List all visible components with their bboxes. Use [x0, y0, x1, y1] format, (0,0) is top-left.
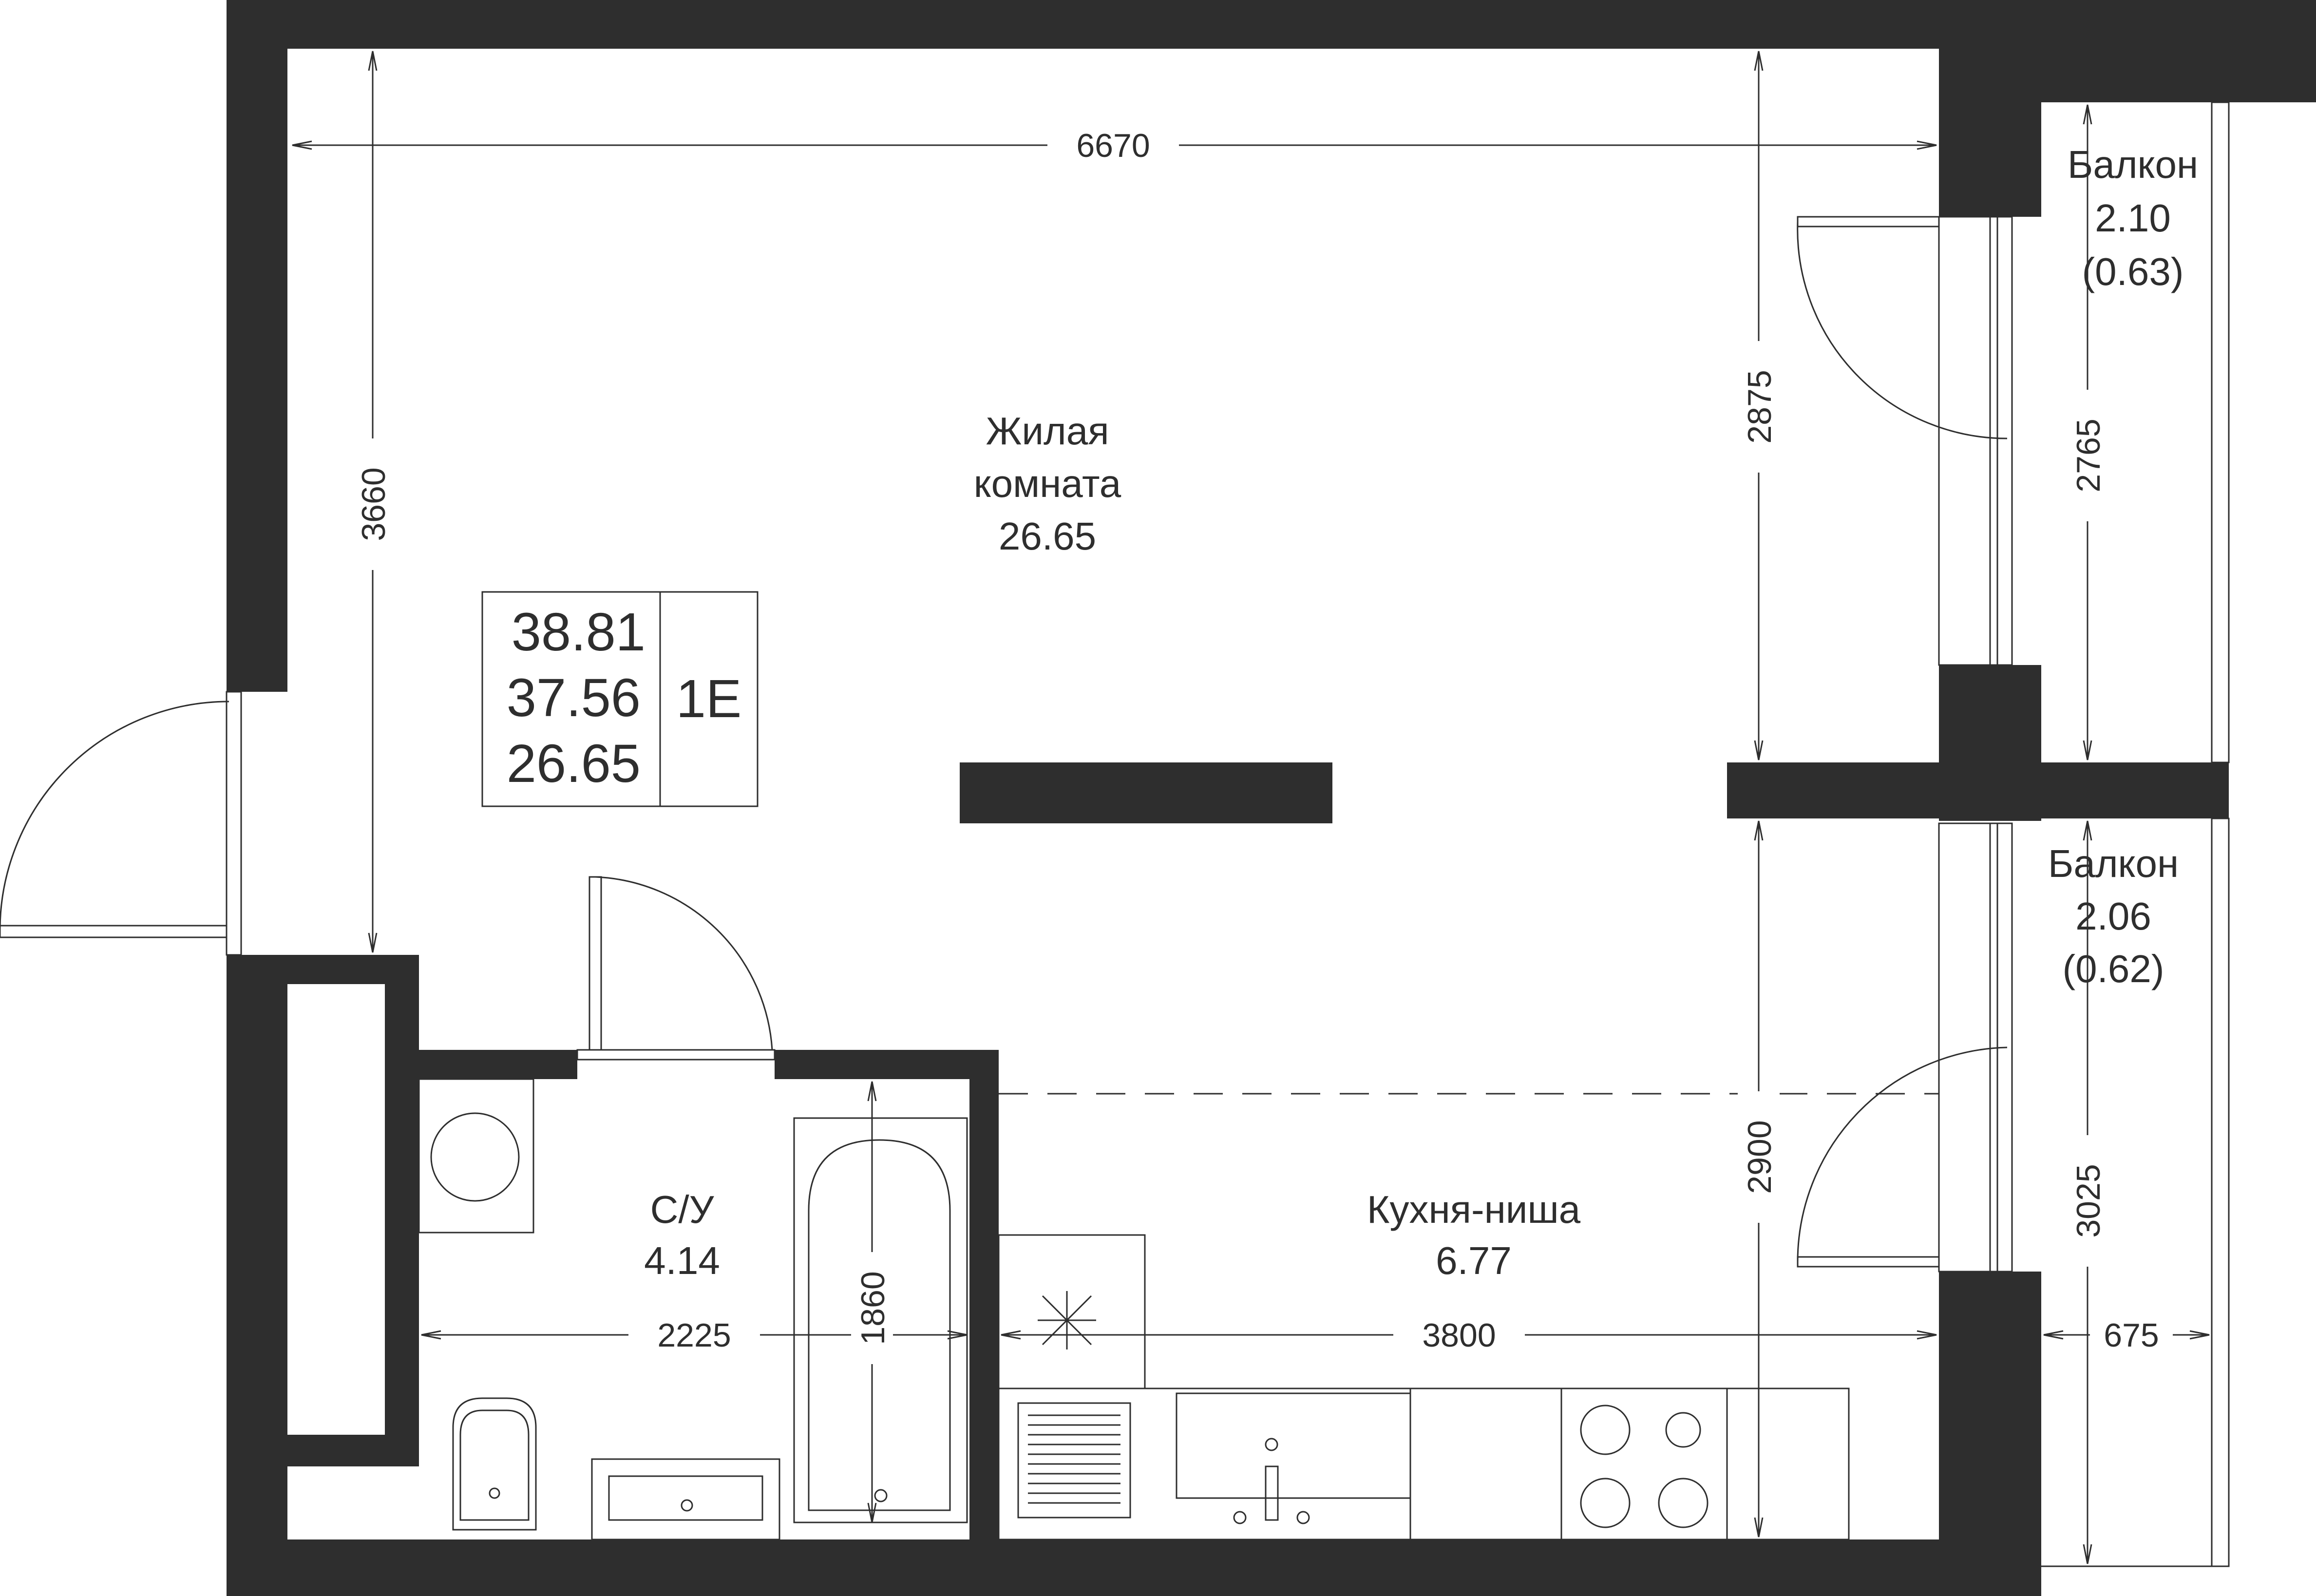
partition-balcony [1727, 762, 2229, 818]
room-labels: Жилая комната 26.65 С/У 4.14 Кухня-ниша … [644, 143, 2198, 1282]
dim-balcony-depth: 675 [2104, 1317, 2159, 1354]
column-center [960, 762, 1332, 823]
dim-width-living: 6670 [1076, 127, 1150, 164]
bath-wall-right [969, 1050, 999, 1539]
entrance-door-icon [0, 691, 242, 956]
fridge-outline [998, 1234, 1146, 1389]
toilet-icon [452, 1397, 537, 1531]
balcony-bottom-name: Балкон [2048, 842, 2179, 885]
bath-wall-top-left [419, 1050, 577, 1079]
total-area: 38.81 [512, 602, 645, 662]
living-room-name-line2: комната [974, 462, 1121, 505]
balcony-bottom-area: 2.06 [2075, 894, 2151, 938]
dim-bathtub-length: 1860 [854, 1271, 892, 1345]
window-frame-bottom [1938, 822, 2013, 1273]
balcony-top-area: 2.10 [2095, 196, 2171, 240]
washbasin-icon [591, 1458, 780, 1540]
duct-wall-right [385, 955, 419, 1466]
wall-top [227, 0, 2316, 49]
railing-top [2211, 101, 2230, 763]
living-room-name-line1: Жилая [986, 409, 1109, 453]
bathroom-name: С/У [650, 1188, 715, 1231]
dim-balcony-top: 2765 [2070, 418, 2107, 492]
window-frame-top [1938, 216, 2013, 666]
unit-code: 1E [676, 669, 742, 729]
dim-height-right-top: 2875 [1741, 370, 1778, 443]
area-summary-box: 38.81 37.56 26.65 1E [481, 591, 759, 807]
summary-frame [481, 591, 759, 807]
bathtub-icon [793, 1117, 968, 1523]
duct-wall-left [227, 955, 287, 1452]
cooktop-icon [1560, 1387, 1728, 1540]
wall-right-pier-top [1939, 49, 2041, 217]
balcony-top-name: Балкон [2068, 143, 2198, 186]
bathroom-area: 4.14 [644, 1239, 720, 1282]
balcony-top-reduced-area: (0.63) [2082, 250, 2184, 293]
kitchen-sink-icon [1176, 1392, 1411, 1524]
balcony-door-icon [1797, 216, 2008, 1268]
wall-right-pier-bottom [1939, 1272, 2041, 1596]
dim-kitchen-width: 3800 [1422, 1317, 1496, 1354]
kitchen-cabinet [1409, 1387, 1562, 1540]
dim-balcony-bottom: 3025 [2070, 1164, 2107, 1237]
washing-machine-icon [418, 1078, 534, 1234]
dim-height-right-bottom: 2900 [1741, 1120, 1778, 1194]
railing-bottom [2211, 817, 2230, 1567]
bath-wall-top-right [775, 1050, 999, 1079]
gas-riser-icon [1038, 1291, 1096, 1349]
duct-wall-bottom [287, 1435, 419, 1466]
bathroom-door-icon [576, 876, 776, 1061]
wall-bottom [227, 1539, 2041, 1596]
living-room-area: 26.65 [999, 514, 1096, 558]
dishwasher-icon [1017, 1402, 1131, 1519]
living-area-total: 26.65 [507, 734, 641, 794]
balcony-railing [2041, 101, 2230, 1567]
dim-bath-width: 2225 [657, 1317, 731, 1354]
dimension-labels: 6670 3660 2875 2900 2765 3025 675 2225 3… [352, 124, 2173, 1364]
balcony-bottom-reduced-area: (0.62) [2063, 947, 2164, 990]
total-area-no-balcony: 37.56 [507, 668, 641, 728]
kitchen-name: Кухня-ниша [1367, 1188, 1581, 1231]
kitchen-area: 6.77 [1436, 1239, 1512, 1282]
wall-left-upper [227, 49, 287, 692]
dim-height-left: 3660 [355, 467, 392, 541]
walls [227, 0, 2316, 1596]
